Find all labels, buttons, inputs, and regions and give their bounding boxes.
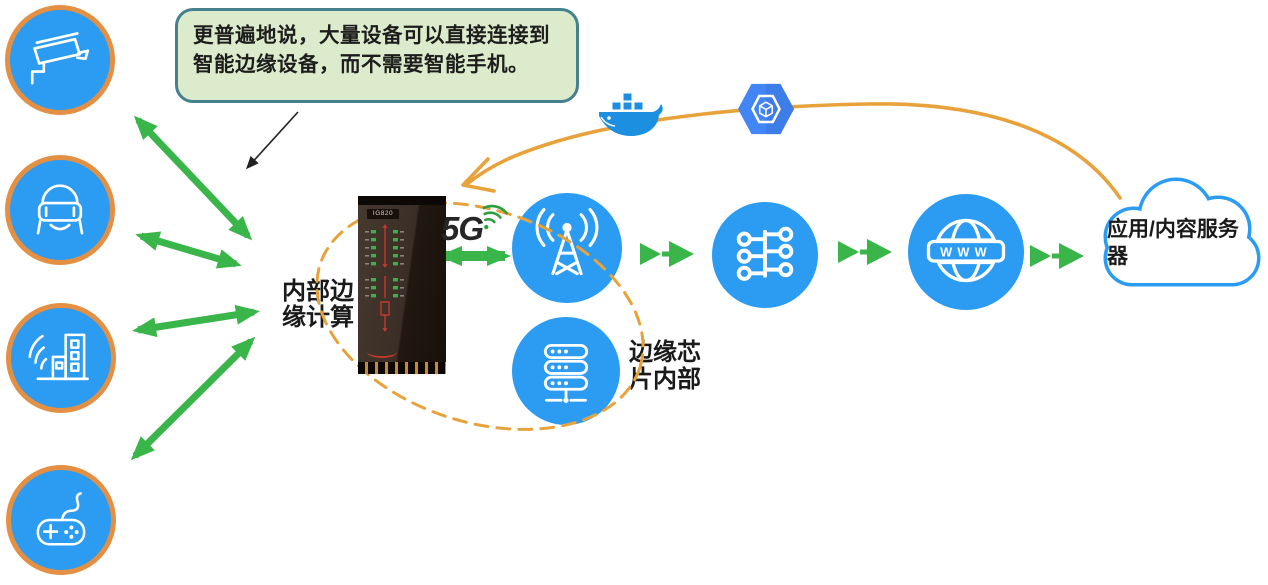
device-model-badge: IG820 (367, 209, 399, 219)
source-node-gaming (6, 465, 116, 575)
vr-headset-icon (36, 184, 84, 235)
device-bottom-connectors (358, 362, 446, 374)
callout-text: 更普遍地说，大量设备可以直接连接到智能边缘设备，而不需要智能手机。 (193, 24, 550, 77)
internal-edge-computing-label: 内部边缘计算 (282, 278, 354, 331)
arrow-www-cloud (1030, 243, 1084, 269)
arrow-switch-www (838, 239, 892, 265)
gke-hexagon-icon (737, 83, 795, 135)
arrow-basestation-switch (640, 241, 694, 267)
game-controller-icon (36, 492, 86, 546)
cctv-camera-icon (30, 32, 90, 85)
source-node-vr (5, 155, 115, 265)
switch-node (712, 202, 818, 308)
cloud-server-label: 应用/内容服务器 (1107, 218, 1239, 268)
arrow-building-gateway (132, 304, 260, 338)
kubernetes-engine-logo (737, 82, 795, 136)
device-brand-logo (367, 351, 397, 358)
smart-building-wifi-icon (28, 333, 89, 381)
edge-chip-label: 边缘芯片内部 (629, 339, 701, 393)
base-station-node (512, 193, 622, 303)
docker-whale-icon (599, 92, 663, 136)
cloud-outline-icon (1103, 177, 1261, 287)
device-top-cap (358, 196, 446, 205)
www-text: WWW (940, 245, 992, 260)
callout-pointer-arrow (245, 111, 299, 170)
edge-gateway-device: IG820 (358, 196, 446, 374)
curve-arrowhead-icon (461, 157, 496, 193)
source-node-iot-building (6, 303, 116, 413)
patch-switch-icon (736, 226, 794, 281)
docker-logo (596, 90, 670, 148)
five-g-label: 5G (441, 210, 484, 247)
callout-bubble: 更普遍地说，大量设备可以直接连接到智能边缘设备，而不需要智能手机。 (175, 8, 579, 103)
www-internet-node: WWW (908, 194, 1024, 310)
www-globe-icon: WWW (926, 218, 1006, 283)
edge-server-node (512, 317, 620, 425)
led-panel (365, 224, 404, 332)
cloud-server (1094, 175, 1268, 299)
arrow-console-gateway (130, 336, 256, 461)
server-stack-icon (543, 344, 589, 403)
source-node-camera (5, 5, 115, 115)
arrow-camera-gateway (133, 115, 253, 241)
arrow-vr-gateway (135, 231, 242, 269)
antenna-tower-icon (535, 208, 599, 276)
